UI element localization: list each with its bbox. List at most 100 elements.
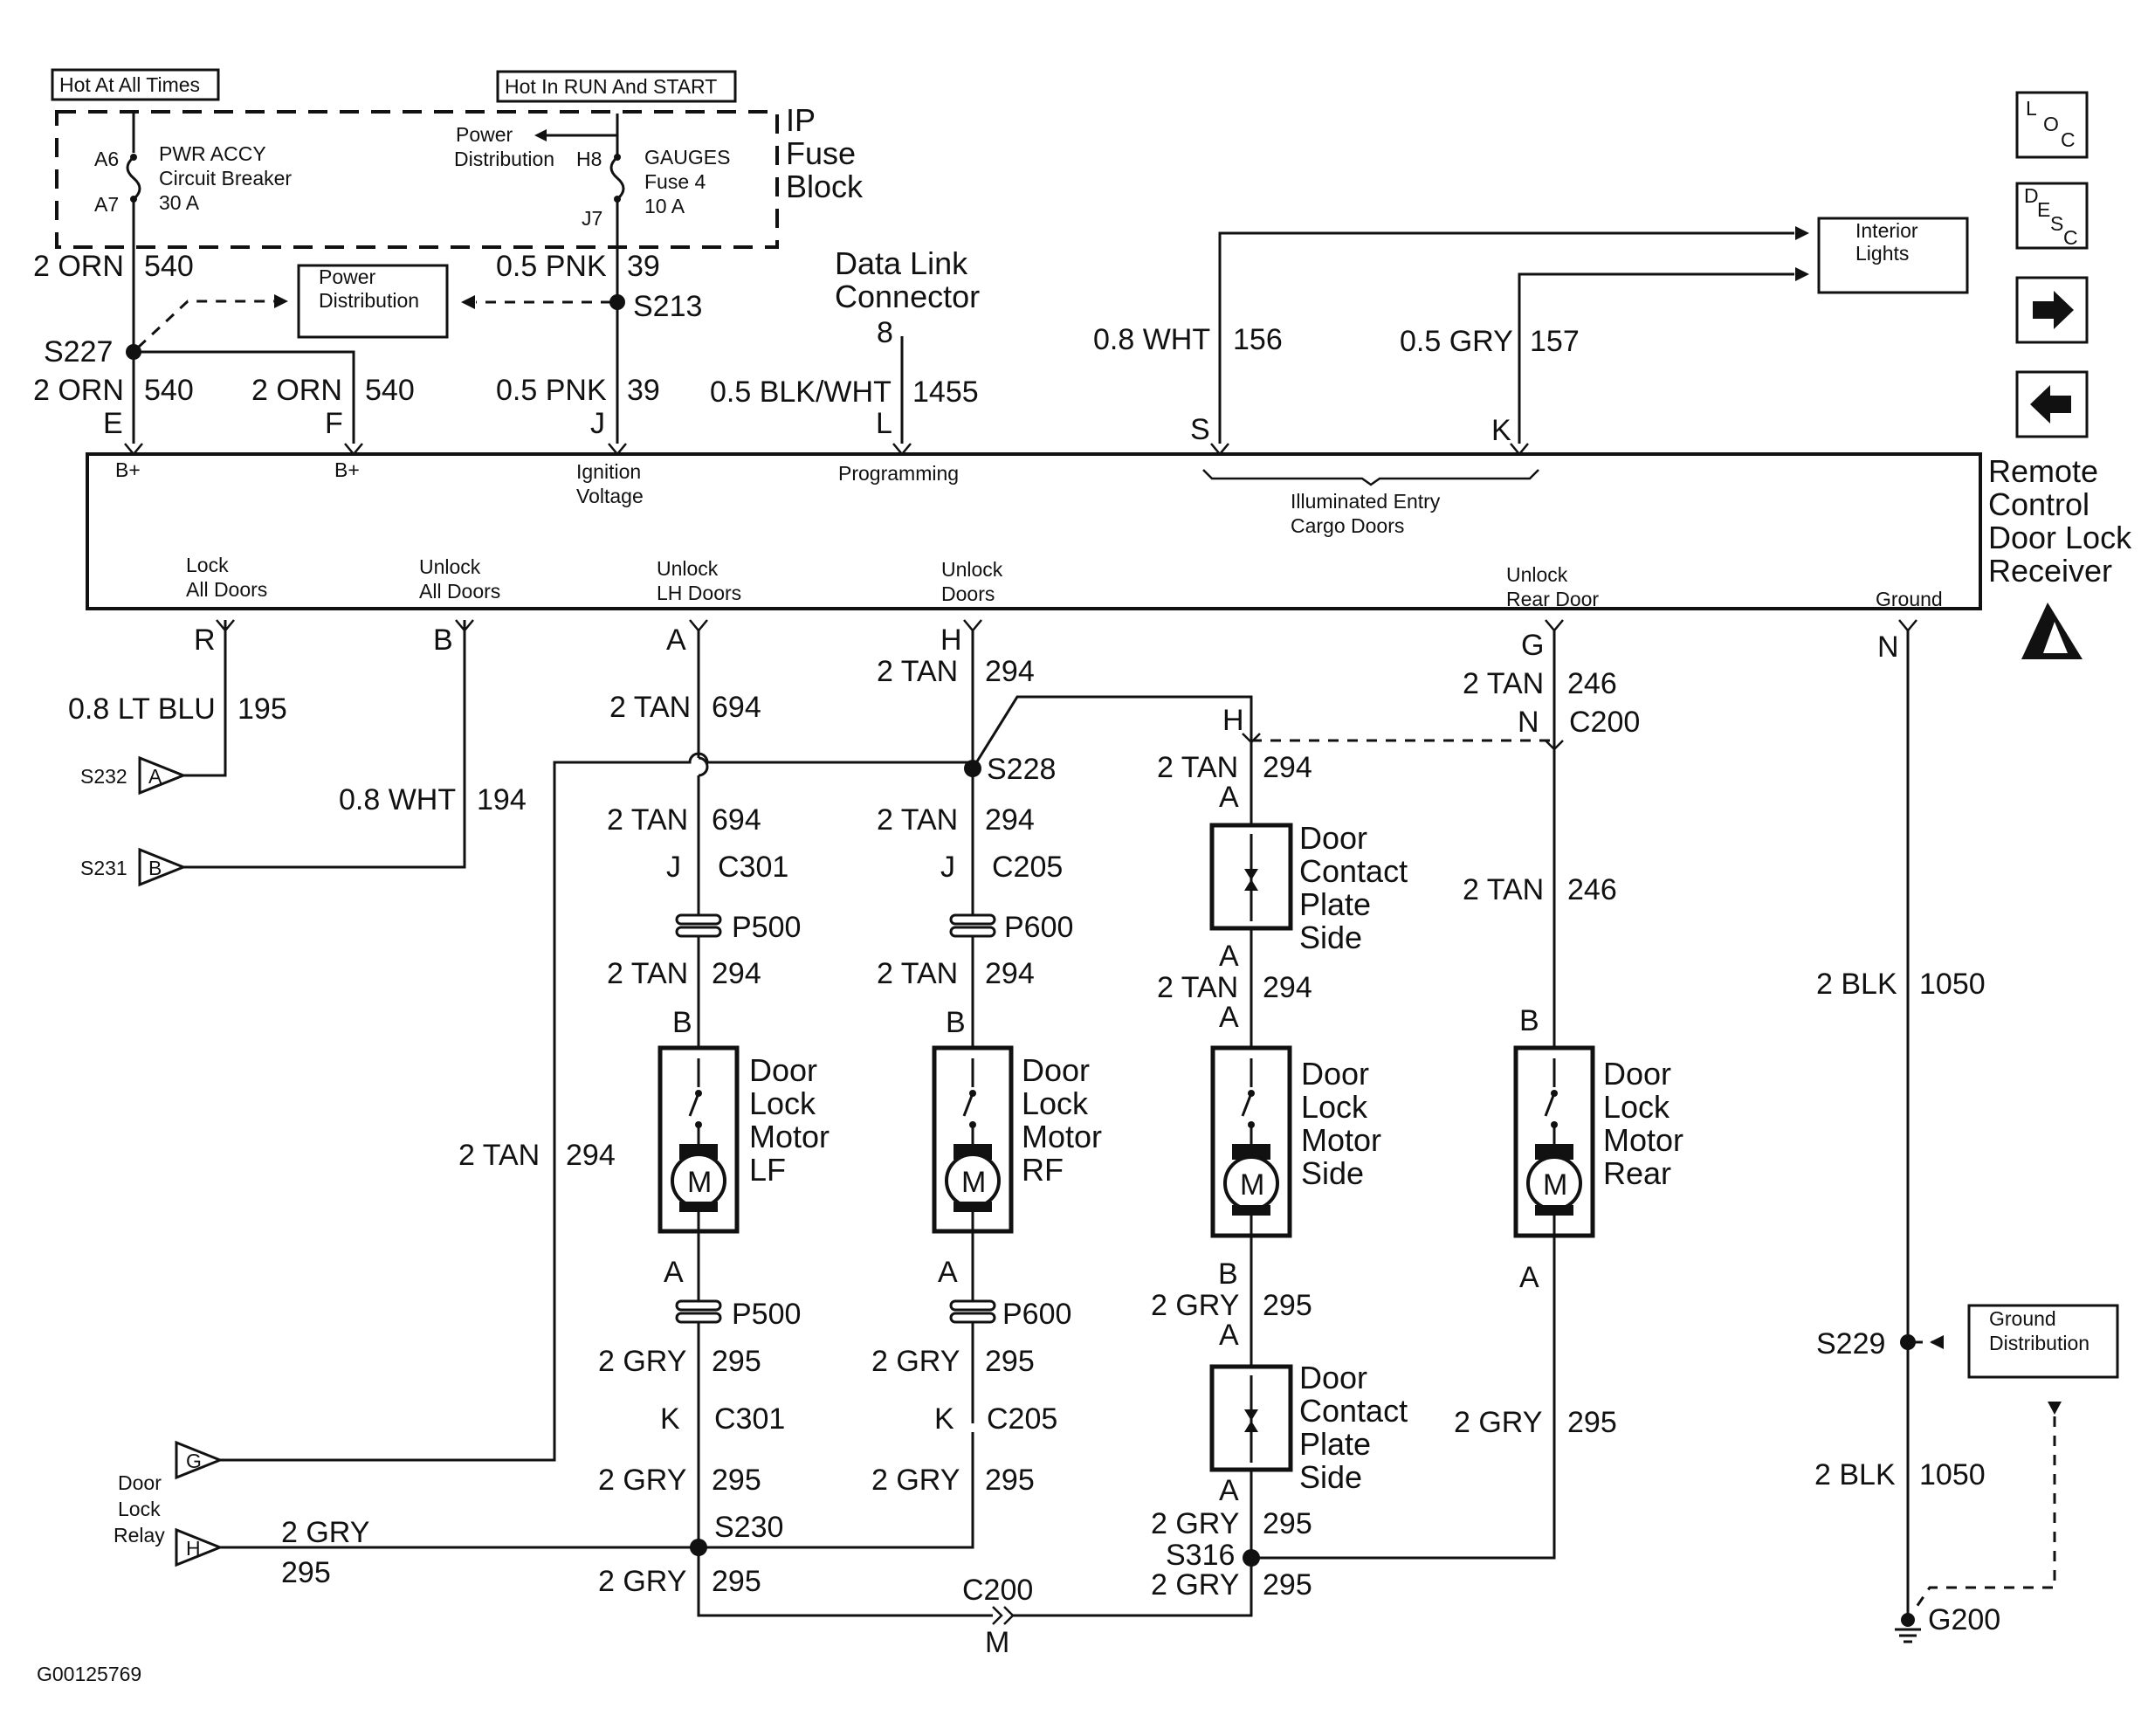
svg-text:Door: Door (118, 1471, 162, 1494)
svg-text:C205: C205 (992, 851, 1063, 884)
svg-text:2 ORN: 2 ORN (33, 374, 124, 407)
svg-text:A: A (664, 1256, 684, 1289)
svg-text:Door: Door (1299, 1360, 1367, 1395)
svg-text:P500: P500 (732, 911, 801, 944)
svg-text:Unlock: Unlock (941, 558, 1003, 581)
svg-text:M: M (985, 1626, 1009, 1659)
svg-text:2 TAN: 2 TAN (1157, 971, 1238, 1004)
svg-text:2 BLK: 2 BLK (1816, 968, 1897, 1001)
p500-top-connector: P500 (675, 911, 801, 944)
ip-fuse-block: IP Fuse Block (55, 102, 864, 249)
svg-text:2 GRY: 2 GRY (598, 1345, 686, 1378)
ground-g200-icon (1895, 1613, 1921, 1643)
svg-text:Receiver: Receiver (1988, 553, 2112, 589)
svg-text:295: 295 (985, 1345, 1035, 1378)
prev-arrow-button[interactable] (2015, 370, 2089, 438)
svg-text:0.5 PNK: 0.5 PNK (496, 250, 607, 283)
svg-text:2 GRY: 2 GRY (598, 1464, 686, 1497)
door-lock-motor-side: M Door Lock Motor Side (1210, 1045, 1381, 1238)
svg-text:156: 156 (1233, 323, 1283, 356)
svg-text:295: 295 (985, 1464, 1035, 1497)
splice-s232-flag: A S232 (80, 755, 188, 796)
svg-text:Unlock: Unlock (419, 555, 481, 578)
svg-text:Remote: Remote (1988, 453, 2098, 489)
svg-text:Plate: Plate (1299, 1426, 1371, 1462)
svg-text:Lock: Lock (1603, 1089, 1670, 1125)
svg-text:S231: S231 (80, 857, 127, 879)
svg-text:30 A: 30 A (159, 191, 200, 214)
svg-text:2 TAN: 2 TAN (609, 691, 691, 724)
svg-text:2 GRY: 2 GRY (1454, 1406, 1542, 1439)
svg-text:Ignition: Ignition (576, 460, 641, 483)
svg-text:S: S (2050, 212, 2063, 235)
nav-button-desc[interactable]: D E S C (2015, 182, 2089, 250)
svg-text:Unlock: Unlock (1506, 563, 1568, 586)
svg-text:B: B (1218, 1257, 1238, 1291)
svg-text:C: C (2061, 128, 2076, 151)
svg-text:P600: P600 (1004, 911, 1073, 944)
svg-text:A: A (1519, 1261, 1539, 1294)
ground-circuit: 2 BLK 1050 S229 Ground Distribution 2 BL… (1814, 630, 2119, 1643)
svg-text:A: A (1219, 1001, 1239, 1034)
arrow-right-icon (2033, 291, 2074, 329)
svg-text:Voltage: Voltage (576, 485, 644, 507)
door-lock-relay: 2 TAN 294 2 GRY 295 G H Door Lock Relay (114, 752, 973, 1589)
svg-text:295: 295 (712, 1345, 761, 1378)
svg-text:2 GRY: 2 GRY (281, 1516, 369, 1549)
svg-text:C: C (2063, 226, 2078, 249)
svg-text:Side: Side (1299, 1459, 1362, 1495)
svg-text:P600: P600 (1002, 1298, 1071, 1331)
svg-text:2 TAN: 2 TAN (607, 803, 688, 837)
svg-text:294: 294 (712, 957, 761, 990)
svg-text:Ground: Ground (1989, 1307, 2056, 1330)
svg-text:2 ORN: 2 ORN (251, 374, 342, 407)
svg-text:2 TAN: 2 TAN (1157, 751, 1238, 784)
door-lock-motor-lf: M Door Lock Motor LF (657, 1045, 830, 1234)
svg-text:2 TAN: 2 TAN (877, 957, 958, 990)
p600-top-connector: P600 (949, 911, 1073, 944)
motor-glyph: M (1543, 1168, 1567, 1202)
svg-text:B+: B+ (115, 458, 141, 481)
svg-text:Lock: Lock (749, 1085, 816, 1121)
svg-text:1050: 1050 (1919, 1458, 1986, 1491)
svg-text:J7: J7 (582, 207, 602, 230)
svg-text:S: S (1190, 413, 1210, 446)
svg-text:39: 39 (627, 374, 660, 407)
svg-text:B: B (946, 1006, 966, 1039)
svg-text:Lock: Lock (1022, 1085, 1089, 1121)
svg-text:194: 194 (477, 783, 527, 816)
svg-text:B+: B+ (334, 458, 360, 481)
svg-text:294: 294 (566, 1139, 616, 1172)
svg-text:A: A (666, 623, 686, 657)
svg-text:H: H (1222, 704, 1244, 737)
nav-button-loc[interactable]: L O C (2015, 91, 2089, 159)
svg-text:Contact: Contact (1299, 1393, 1408, 1429)
remote-control-door-lock-receiver: Remote Control Door Lock Receiver E F J … (86, 407, 2132, 664)
svg-text:E: E (103, 407, 123, 440)
fuse-block-label-2: Fuse (786, 135, 856, 171)
svg-text:C200: C200 (1569, 706, 1640, 739)
svg-text:Connector: Connector (835, 279, 980, 314)
svg-text:540: 540 (365, 374, 415, 407)
next-arrow-button[interactable] (2015, 276, 2089, 344)
svg-text:B: B (433, 623, 453, 657)
svg-text:2 GRY: 2 GRY (871, 1464, 960, 1497)
svg-text:N: N (1877, 630, 1899, 664)
svg-text:S232: S232 (80, 765, 127, 788)
svg-text:J: J (590, 407, 605, 440)
splice-s213 (609, 294, 625, 310)
svg-text:S227: S227 (44, 335, 113, 369)
svg-text:294: 294 (1263, 751, 1312, 784)
svg-text:2 TAN: 2 TAN (1463, 873, 1544, 906)
svg-text:G: G (186, 1450, 202, 1472)
svg-text:0.5 GRY: 0.5 GRY (1400, 325, 1513, 358)
svg-text:295: 295 (1263, 1568, 1312, 1602)
svg-text:A: A (938, 1256, 958, 1289)
power-feed-wires: 2 ORN 540 S227 2 ORN 540 2 ORN 540 0.5 P… (33, 199, 980, 444)
svg-text:Ground: Ground (1876, 588, 1943, 610)
svg-text:294: 294 (985, 957, 1035, 990)
ground-distribution-box: Ground Distribution (1967, 1304, 2119, 1379)
svg-text:694: 694 (712, 803, 761, 837)
svg-text:Plate: Plate (1299, 886, 1371, 922)
